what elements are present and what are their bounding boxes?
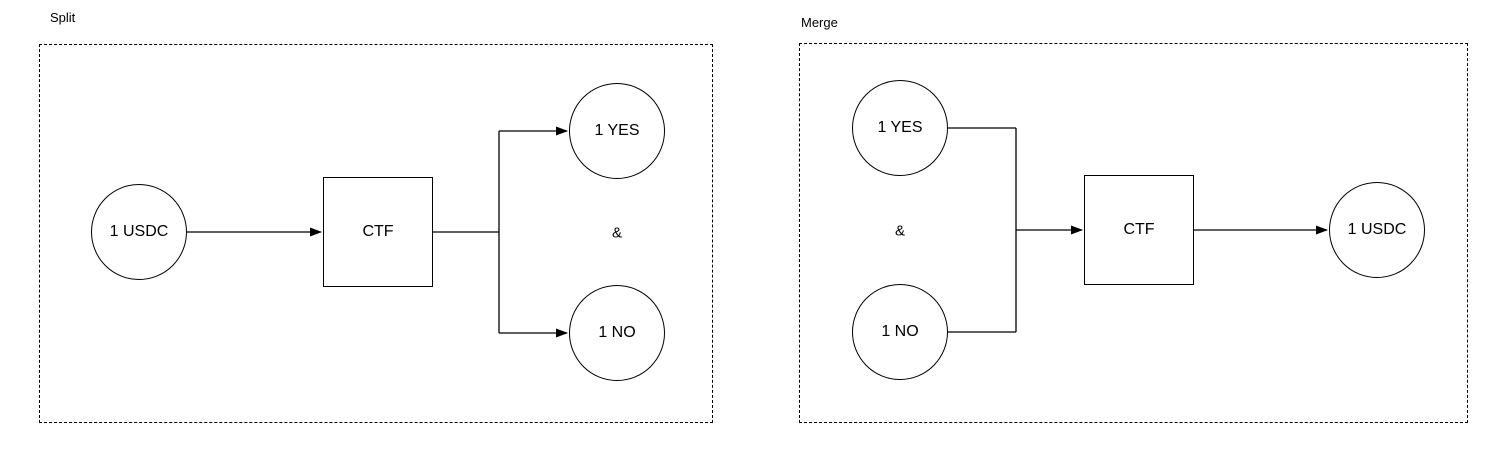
merge-ctf-node: CTF <box>1084 175 1194 285</box>
merge-usdc-node: 1 USDC <box>1329 182 1425 278</box>
split-ampersand-label: & <box>611 224 623 242</box>
split-panel: 1 USDC CTF 1 YES 1 NO & <box>39 44 713 423</box>
split-yes-node: 1 YES <box>569 83 665 179</box>
split-no-node: 1 NO <box>569 285 665 381</box>
split-ctf-node: CTF <box>323 177 433 287</box>
merge-yes-node: 1 YES <box>852 80 948 176</box>
split-panel-title: Split <box>50 10 76 25</box>
split-usdc-node: 1 USDC <box>91 184 187 280</box>
merge-ampersand-label: & <box>894 222 906 240</box>
merge-panel-title: Merge <box>801 15 838 30</box>
merge-no-node: 1 NO <box>852 284 948 380</box>
merge-panel: 1 YES 1 NO & CTF 1 USDC <box>799 43 1468 423</box>
